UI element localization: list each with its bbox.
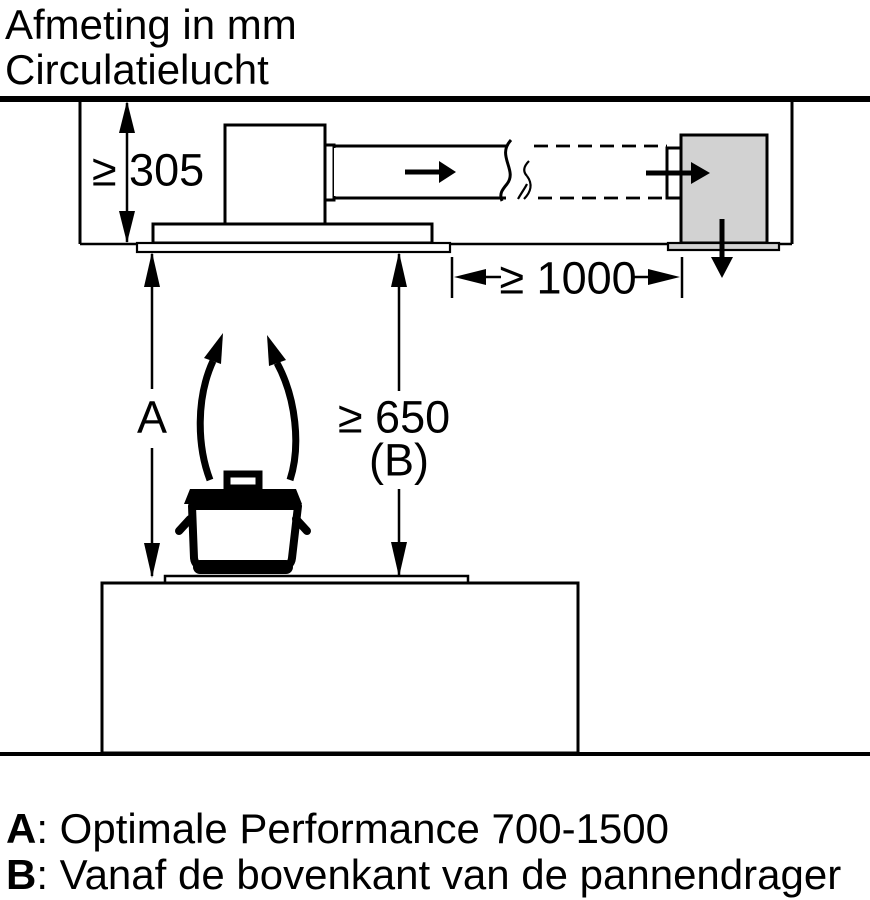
legend: A: Optimale Performance 700-1500 B: Vana… — [6, 806, 841, 898]
legend-item-a: A: Optimale Performance 700-1500 — [6, 806, 841, 852]
pot-icon — [175, 470, 311, 574]
steam-arrow-right — [273, 361, 300, 482]
steam-arrows — [196, 333, 300, 482]
dim-1000-arrow-right — [648, 269, 680, 285]
duct-break-symbol — [499, 138, 513, 202]
dimension-hob-distance: ≥ 650 (B) — [338, 252, 450, 577]
duct — [334, 138, 667, 202]
dim-a-arrow-down — [144, 543, 160, 578]
dim-305-arrow-up — [119, 101, 135, 133]
counter — [100, 581, 580, 755]
dim-650-arrow-down — [391, 542, 407, 577]
floor-line — [0, 752, 870, 756]
duct-flange — [323, 143, 336, 202]
steam-arrow-left — [196, 359, 217, 482]
duct-dashed-extension — [534, 144, 667, 200]
airflow-arrow-duct — [405, 161, 456, 183]
airflow-arrow-outlet-down — [711, 219, 733, 278]
dimension-plenum-height: ≥ 305 — [92, 101, 204, 243]
page-title: Afmeting in mm Circulatielucht — [5, 2, 297, 92]
dim-305-label: ≥ 305 — [92, 145, 204, 196]
dim-650-label: ≥ 650 — [338, 392, 450, 443]
pot-body — [188, 502, 302, 571]
pot-base — [193, 560, 293, 574]
pot-handle-right — [292, 515, 311, 535]
pot-lid — [184, 489, 302, 504]
dim-1000-label: ≥ 1000 — [499, 253, 636, 304]
hood-unit — [135, 123, 452, 254]
hood-trim-plate — [135, 241, 452, 254]
dim-650-arrow-up — [391, 252, 407, 287]
legend-text-a: : Optimale Performance 700-1500 — [36, 805, 670, 852]
dim-a-arrow-up — [144, 252, 160, 287]
dimension-hood-height: A — [137, 252, 167, 578]
dim-a-label: A — [137, 392, 167, 443]
legend-key-a: A — [6, 805, 37, 852]
hood-panel — [151, 222, 434, 245]
pot-handle-left — [175, 515, 194, 535]
legend-item-b: B: Vanaf de bovenkant van de pannendrage… — [6, 852, 841, 898]
dim-305-arrow-down — [119, 211, 135, 243]
pot-lid-knob — [223, 470, 263, 492]
ceiling-line — [0, 96, 870, 102]
dimension-duct-clearance: ≥ 1000 — [450, 253, 684, 304]
title-line-mode: Circulatielucht — [5, 46, 269, 93]
legend-text-b: : Vanaf de bovenkant van de pannendrager — [36, 851, 842, 898]
title-line-units: Afmeting in mm — [5, 1, 297, 48]
airflow-arrow-into-outlet — [646, 162, 710, 184]
hood-motor-box — [223, 123, 327, 227]
duct-break-squiggle — [517, 160, 532, 200]
installation-diagram: ≥ 305 — [0, 96, 870, 756]
dim-1000-arrow-left — [454, 269, 486, 285]
dim-650-ref-label: (B) — [369, 435, 429, 486]
legend-key-b: B — [6, 851, 37, 898]
